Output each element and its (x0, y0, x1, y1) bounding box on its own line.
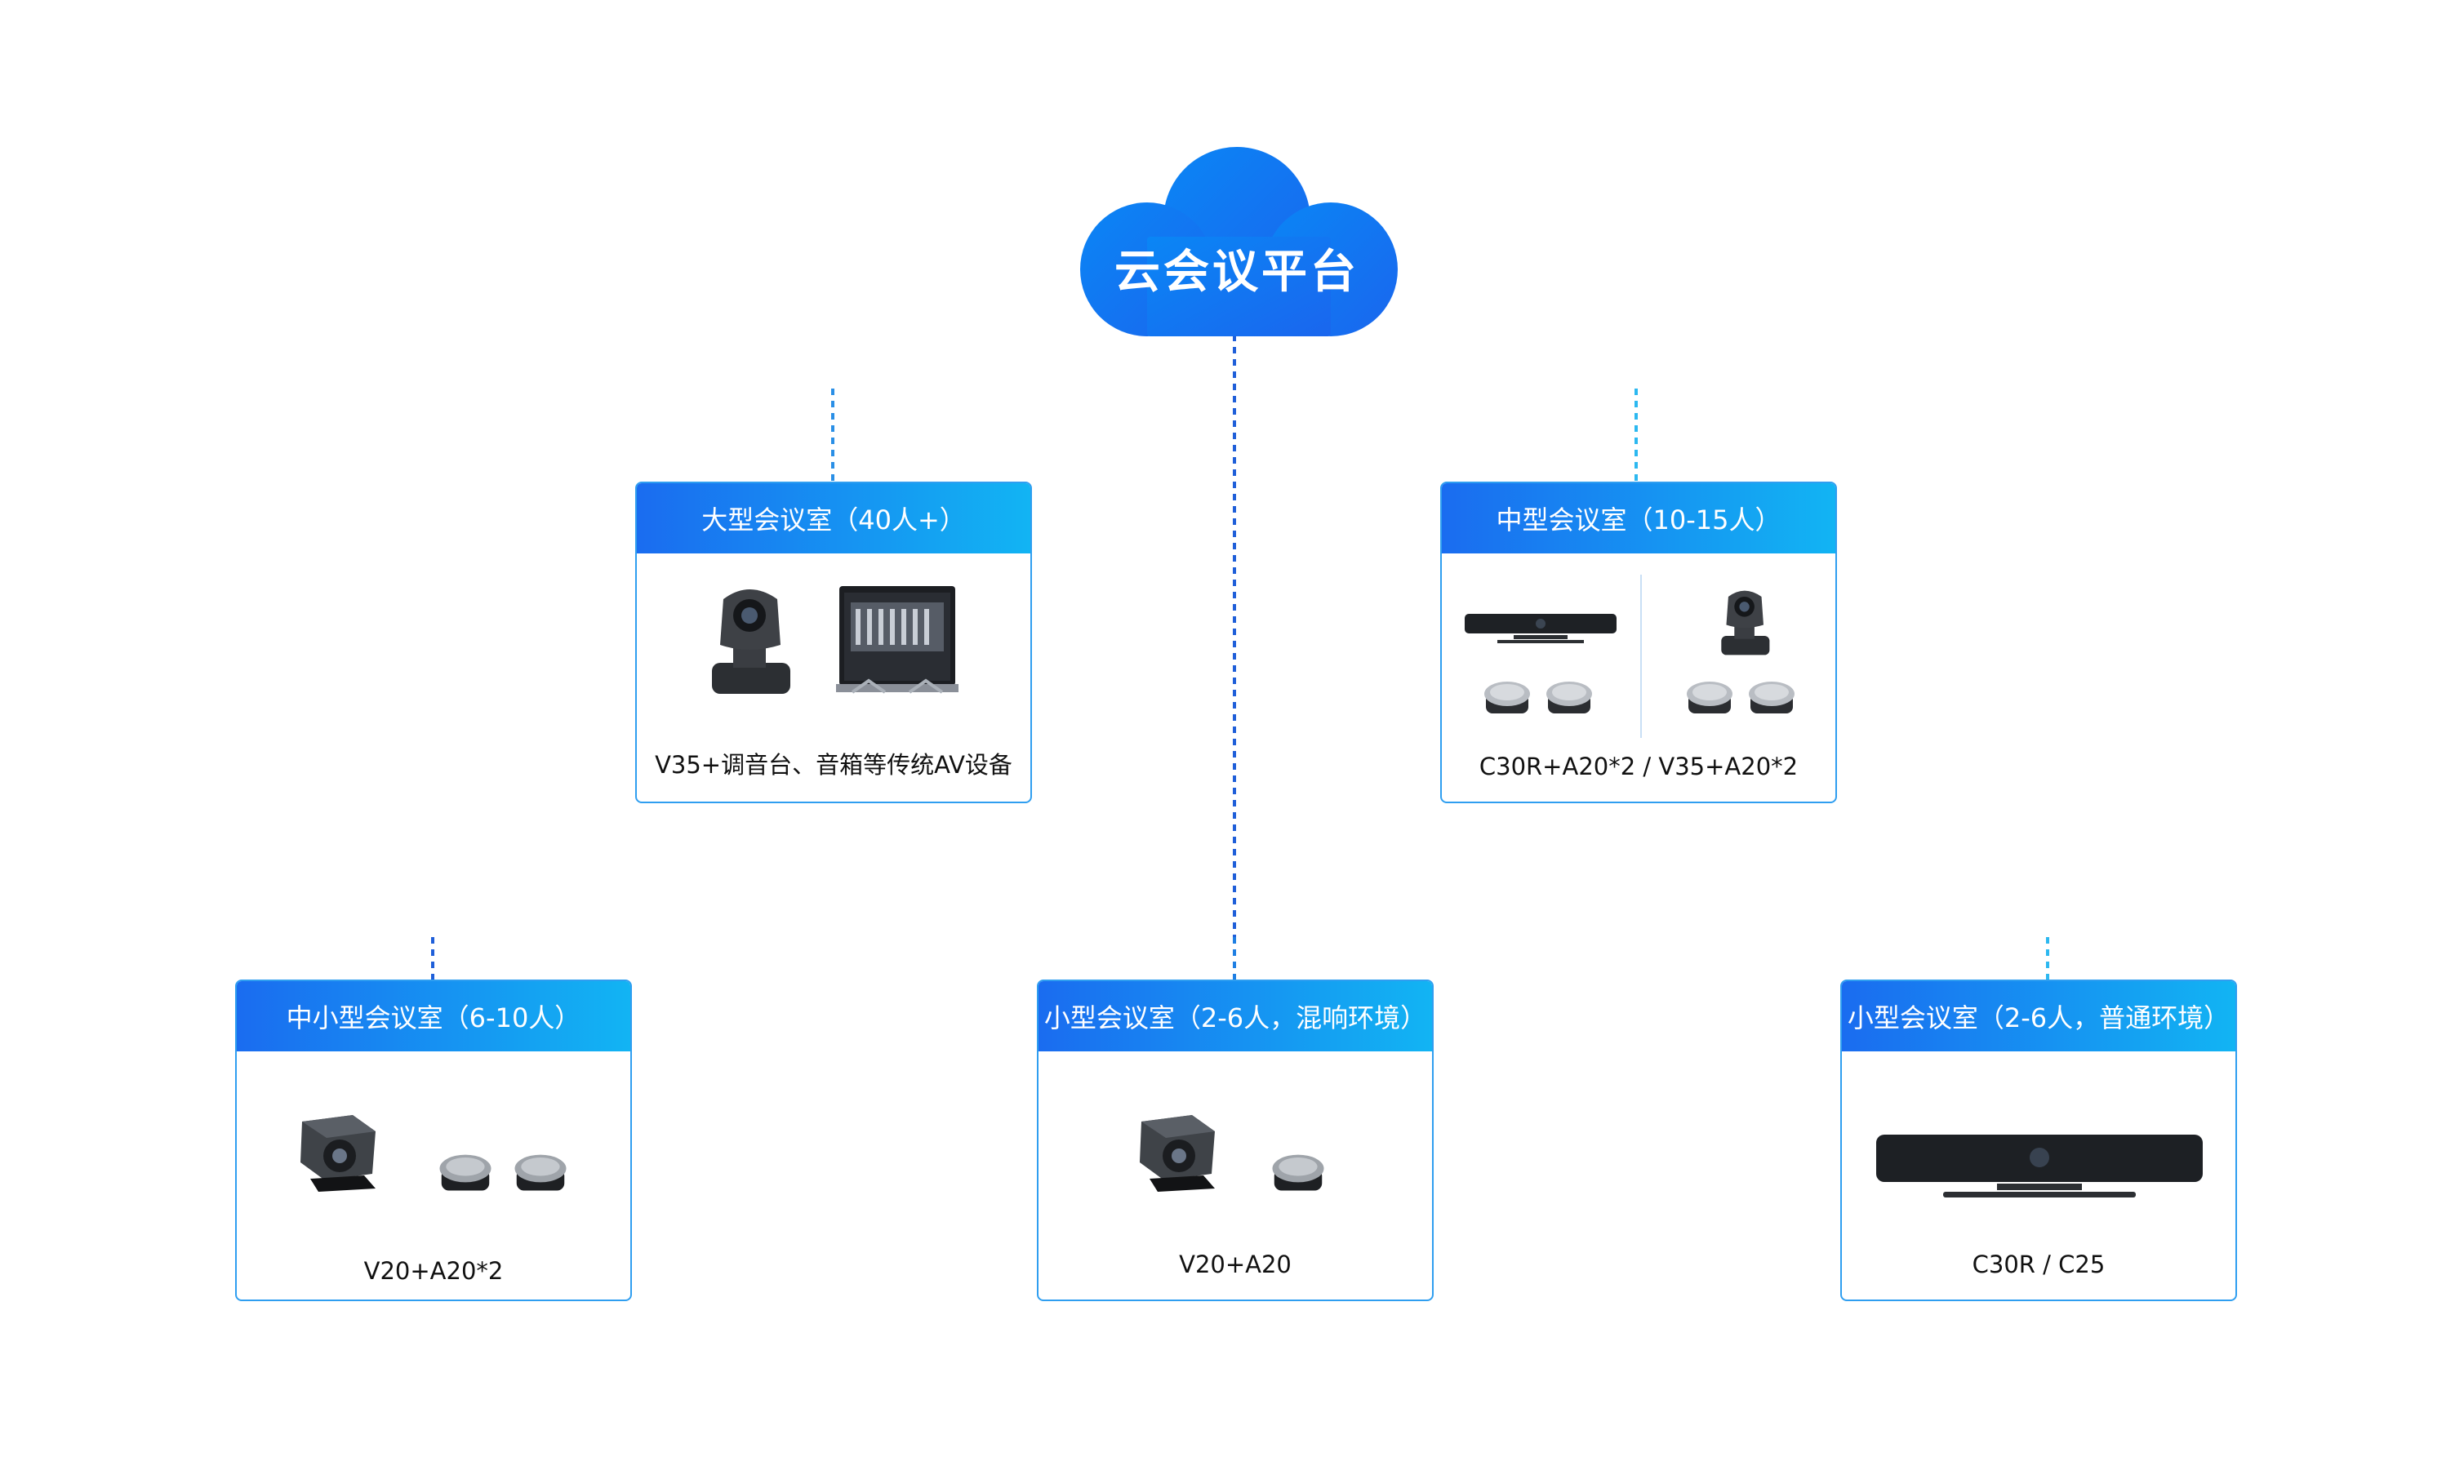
room-solution: C30R / C25 (1972, 1251, 2106, 1278)
room-solution: V20+A20 (1179, 1251, 1292, 1278)
room-title: 小型会议室（2-6人，混响环境） (1039, 981, 1432, 1051)
platform-title: 云会议平台 (1114, 246, 1359, 299)
room-title: 小型会议室（2-6人，普通环境） (1842, 981, 2235, 1051)
speakerphone-icon (439, 1154, 491, 1191)
room-title: 中型会议室（10-15人） (1442, 483, 1835, 553)
room-card-large: 大型会议室（40人+） V35+调音台、音箱等传统AV设备 (635, 482, 1032, 803)
ptz-camera-icon (712, 589, 790, 694)
speakerphone-icon (514, 1154, 567, 1191)
room-card-medium: 中型会议室（10-15人） (1440, 482, 1837, 803)
divider (1640, 575, 1642, 738)
speakerphone-icon (1546, 682, 1592, 713)
speakerphone-icon (1484, 682, 1530, 713)
speakerphone-icon (1749, 682, 1795, 713)
cloud-icon (1080, 147, 1398, 336)
room-solution: C30R+A20*2 / V35+A20*2 (1479, 753, 1799, 780)
room-title: 大型会议室（40人+） (637, 483, 1030, 553)
room-card-small-mixed: 小型会议室（2-6人，混响环境） V20+A20 (1037, 980, 1434, 1301)
speakerphone-icon (1272, 1154, 1324, 1191)
video-bar-icon (1465, 614, 1617, 643)
cloud-platform-node: 云会议平台 (1070, 147, 1404, 336)
room-card-mid-small: 中小型会议室（6-10人） V20+A20*2 (235, 980, 632, 1301)
room-card-small-normal: 小型会议室（2-6人，普通环境） C30R / C25 (1840, 980, 2237, 1301)
webcam-cube-icon (300, 1115, 376, 1192)
room-title: 中小型会议室（6-10人） (237, 981, 630, 1051)
ptz-camera-icon (1721, 590, 1770, 655)
video-bar-icon (1876, 1135, 2203, 1197)
room-solution: V35+调音台、音箱等传统AV设备 (655, 751, 1012, 779)
room-solution: V20+A20*2 (363, 1257, 504, 1285)
audio-mixer-case-icon (836, 586, 958, 694)
webcam-cube-icon (1140, 1115, 1215, 1192)
speakerphone-icon (1687, 682, 1732, 713)
